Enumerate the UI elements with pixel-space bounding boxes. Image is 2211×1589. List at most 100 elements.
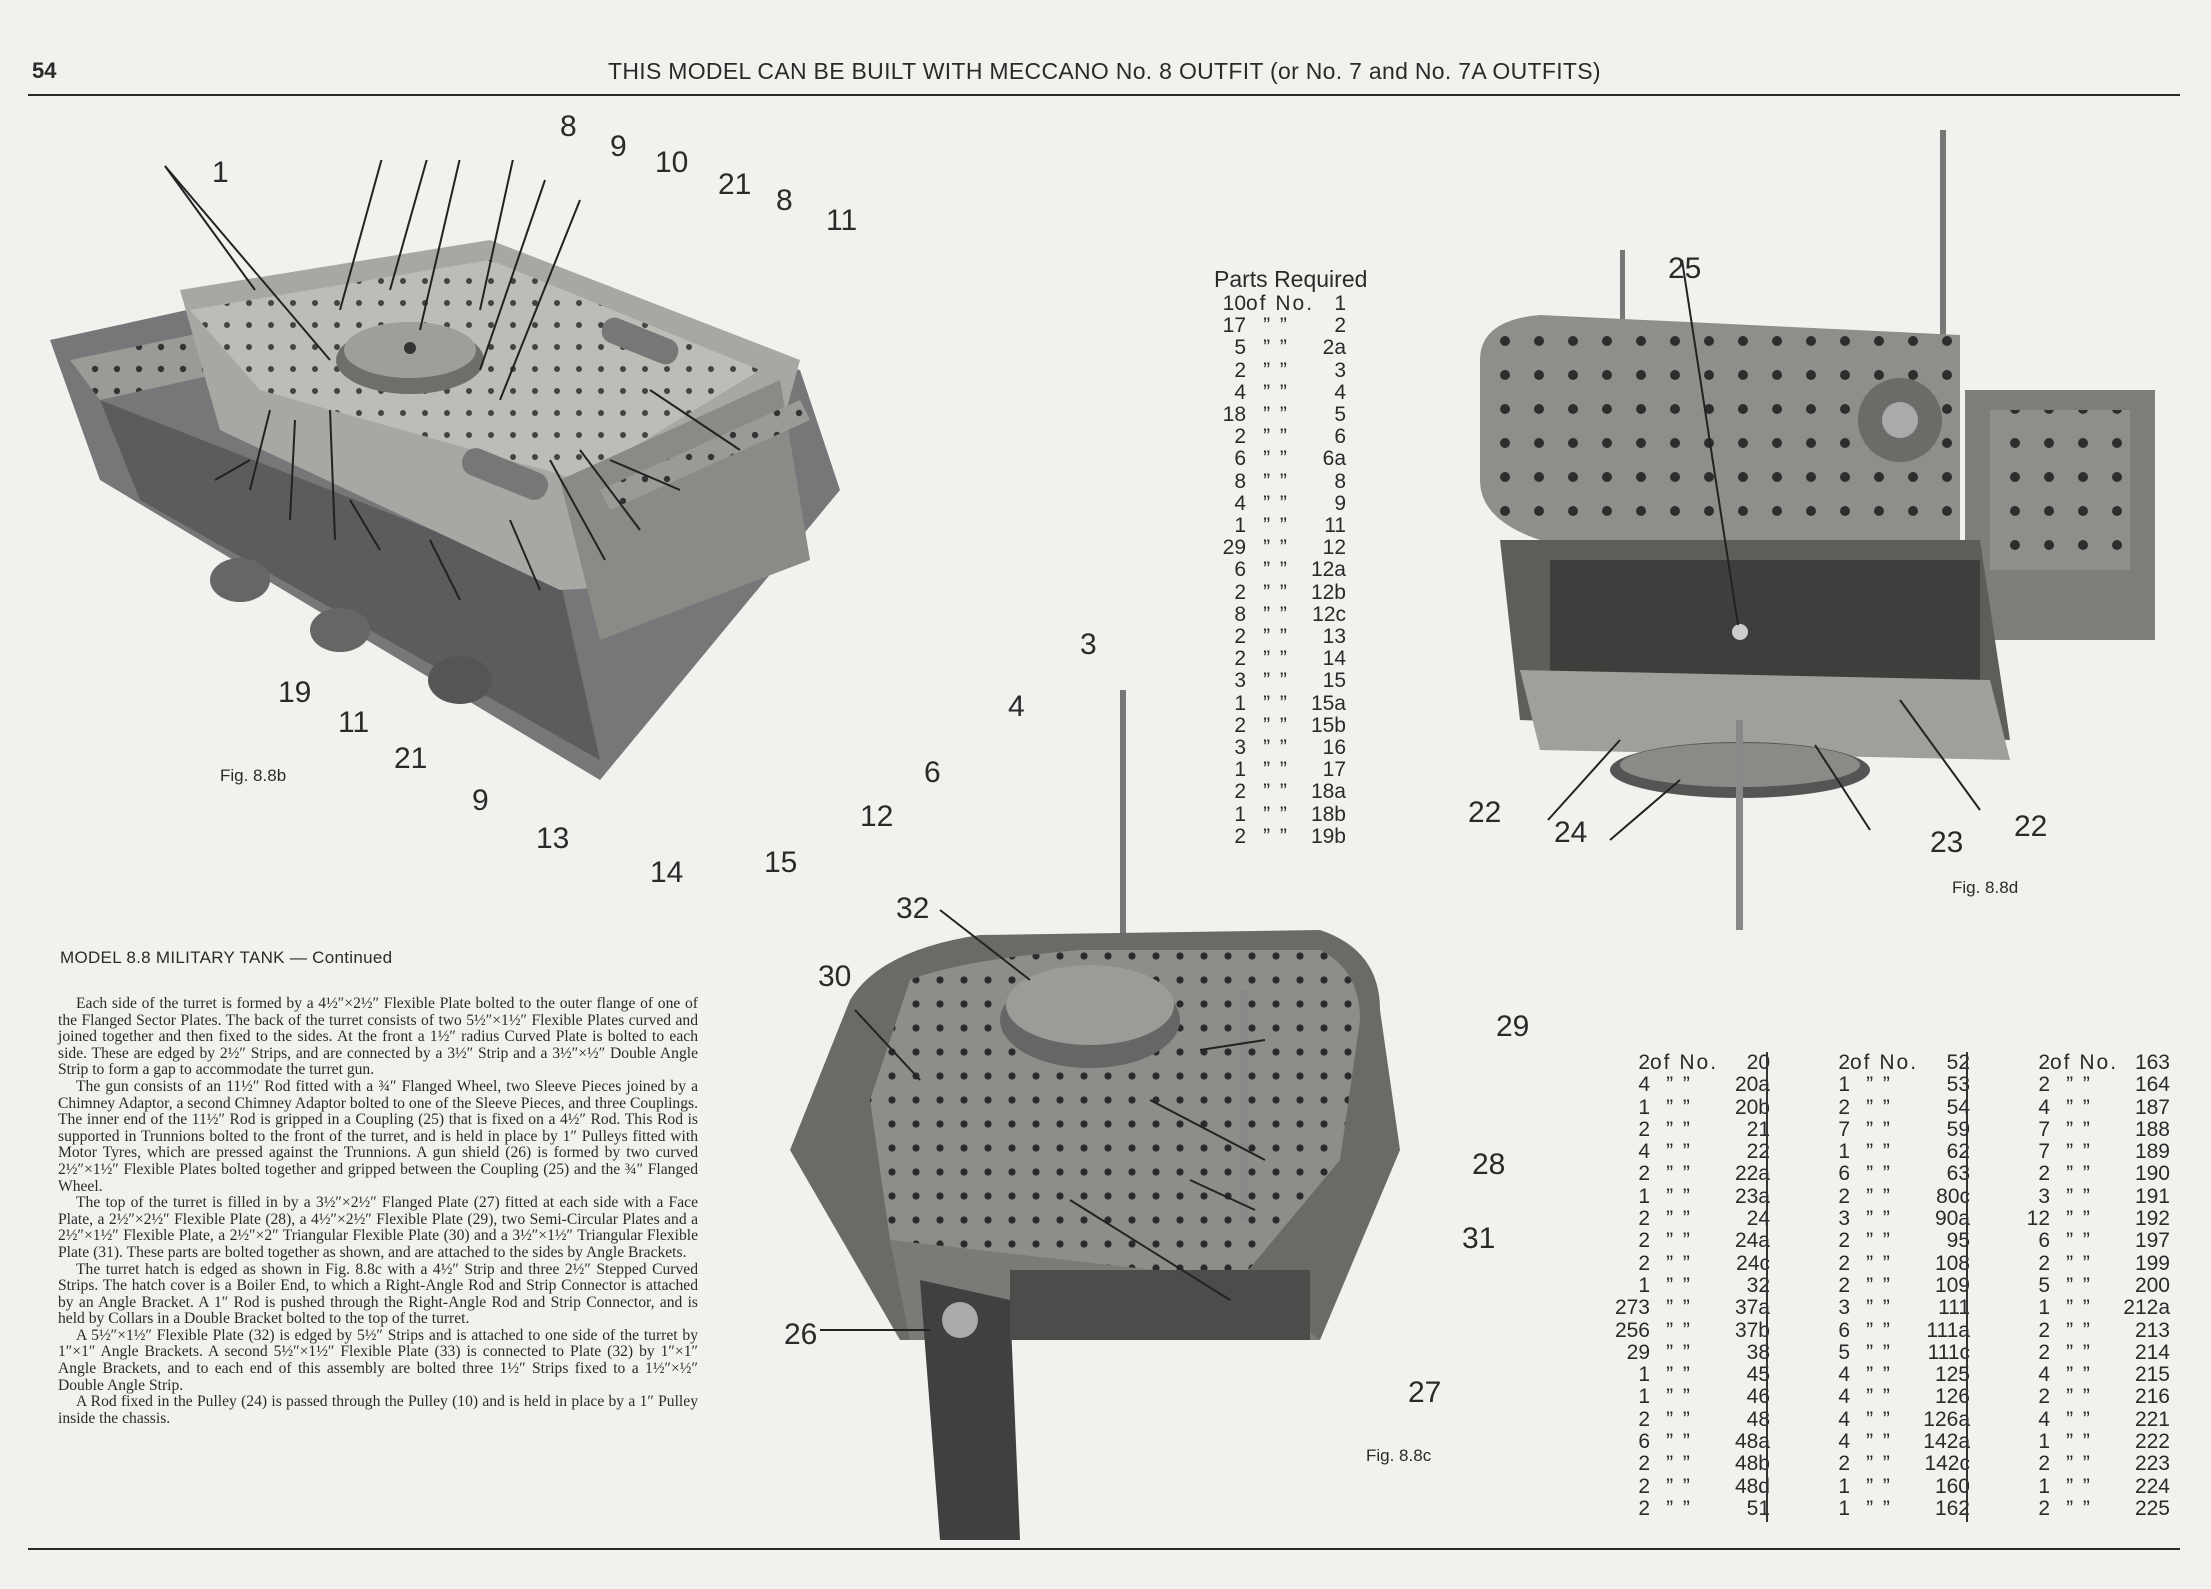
fig-b-label-15: 15 — [764, 846, 798, 879]
parts-required-qty: 18 — [1222, 403, 1246, 427]
parts-required-row: 2” ”15b — [1206, 714, 1346, 737]
parts-table-row: 2” ”24a — [1590, 1230, 1770, 1253]
parts-required-ditto: ” ” — [1263, 558, 1289, 582]
parts-required-row: 4” ”4 — [1206, 380, 1346, 404]
parts-required-qty: 29 — [1222, 536, 1246, 560]
parts-number: 48d — [1734, 1474, 1770, 1498]
parts-number: 32 — [1746, 1273, 1770, 1297]
parts-qty: 6 — [1638, 1430, 1650, 1454]
parts-ditto: ” ” — [2066, 1496, 2092, 1520]
parts-qty: 4 — [1638, 1073, 1650, 1097]
parts-required-qty: 2 — [1234, 780, 1246, 804]
parts-number: 37b — [1734, 1318, 1770, 1342]
fig-b-label-13: 13 — [536, 822, 570, 855]
parts-number: 142a — [1923, 1430, 1970, 1454]
parts-required-ditto: ” ” — [1263, 669, 1289, 693]
parts-qty: 6 — [2038, 1229, 2050, 1253]
parts-qty: 1 — [1838, 1073, 1850, 1097]
parts-ditto: ” ” — [1866, 1073, 1892, 1097]
fig-c-label-28: 28 — [1472, 1148, 1506, 1181]
parts-required-qty: 1 — [1234, 691, 1246, 715]
parts-number: 162 — [1934, 1496, 1970, 1520]
parts-table-row: 1” ”53 — [1790, 1073, 1970, 1097]
parts-number: 163 — [2134, 1051, 2170, 1074]
parts-ditto: ” ” — [1866, 1385, 1892, 1409]
parts-ditto: ” ” — [1666, 1318, 1692, 1342]
fig-b-label-8: 8 — [560, 110, 577, 143]
parts-required-qty: 2 — [1234, 358, 1246, 382]
fig-c-label-26: 26 — [784, 1318, 818, 1351]
parts-number: 222 — [2134, 1430, 2170, 1454]
parts-qty: 1 — [1638, 1095, 1650, 1119]
parts-number: 191 — [2134, 1184, 2170, 1208]
turret-top-illustration — [790, 690, 1400, 1540]
parts-qty: 2 — [1638, 1496, 1650, 1520]
parts-required-row: 2” ”13 — [1206, 625, 1346, 648]
parts-table-row: 2” ”225 — [1990, 1496, 2170, 1520]
parts-ditto: ” ” — [2066, 1251, 2092, 1275]
parts-table-row: 6” ”111a — [1790, 1318, 1970, 1342]
parts-table-row: 2” ”142c — [1790, 1453, 1970, 1476]
fig-d-label-25: 25 — [1668, 252, 1702, 285]
parts-ditto: of No. — [1650, 1051, 1719, 1074]
parts-required-num: 2 — [1334, 314, 1346, 338]
parts-required-row: 2” ”19b — [1206, 825, 1346, 848]
fig-b-label-21b: 21 — [394, 742, 428, 775]
parts-required-row: 1” ”18b — [1206, 802, 1346, 826]
parts-qty: 7 — [2038, 1140, 2050, 1164]
parts-qty: 2 — [1638, 1051, 1650, 1074]
parts-required-ditto: ” ” — [1263, 380, 1289, 404]
parts-table-row: 4” ”126 — [1790, 1385, 1970, 1409]
parts-ditto: ” ” — [2066, 1095, 2092, 1119]
parts-required-num: 2a — [1322, 336, 1346, 360]
parts-table-row: 4” ”187 — [1990, 1095, 2170, 1119]
parts-required-num: 6a — [1322, 447, 1346, 471]
parts-table-row: 7” ”189 — [1990, 1140, 2170, 1164]
fig-b-label-14: 14 — [650, 856, 684, 889]
parts-ditto: ” ” — [1866, 1496, 1892, 1520]
parts-qty: 2 — [2038, 1385, 2050, 1409]
parts-qty: 5 — [1838, 1340, 1850, 1364]
parts-number: 23a — [1734, 1184, 1770, 1208]
parts-qty: 2 — [2038, 1251, 2050, 1275]
fig-c-label-31: 31 — [1462, 1222, 1496, 1255]
parts-number: 20 — [1746, 1051, 1770, 1074]
parts-required-qty: 8 — [1234, 602, 1246, 626]
parts-number: 90a — [1934, 1207, 1970, 1231]
parts-table-row: 2” ”21 — [1590, 1118, 1770, 1141]
parts-required-num: 15 — [1322, 669, 1346, 693]
parts-ditto: ” ” — [1666, 1474, 1692, 1498]
parts-required-qty: 2 — [1234, 647, 1246, 671]
parts-ditto: ” ” — [1866, 1407, 1892, 1431]
parts-number: 188 — [2134, 1117, 2170, 1141]
parts-number: 24 — [1746, 1207, 1770, 1231]
parts-required-ditto: ” ” — [1263, 758, 1289, 782]
parts-qty: 2 — [2038, 1340, 2050, 1364]
fig-c-label-30: 30 — [818, 960, 852, 993]
parts-table-row: 256” ”37b — [1590, 1318, 1770, 1342]
page-number: 54 — [32, 58, 57, 83]
parts-number: 215 — [2134, 1363, 2170, 1387]
parts-qty: 1 — [1638, 1385, 1650, 1409]
parts-table-row: 2” ”80c — [1790, 1185, 1970, 1208]
parts-qty: 2 — [1638, 1452, 1650, 1476]
parts-ditto: ” ” — [2066, 1140, 2092, 1164]
parts-table-row: 4” ”126a — [1790, 1407, 1970, 1431]
parts-table-row: 1” ”224 — [1990, 1475, 2170, 1498]
parts-table-row: 1” ”212a — [1990, 1296, 2170, 1319]
parts-table-row: 1” ”23a — [1590, 1184, 1770, 1208]
parts-required-row: 18” ”5 — [1206, 403, 1346, 427]
fig-c-caption: Fig. 8.8c — [1366, 1446, 1432, 1465]
parts-table-row: 1” ”45 — [1590, 1363, 1770, 1386]
parts-ditto: ” ” — [1866, 1318, 1892, 1342]
parts-required-ditto: ” ” — [1263, 469, 1289, 493]
parts-ditto: ” ” — [1666, 1251, 1692, 1275]
figure-turret-top — [760, 680, 1460, 1540]
parts-ditto: ” ” — [1666, 1207, 1692, 1231]
fig-c-label-32: 32 — [896, 892, 930, 925]
parts-number: 200 — [2134, 1273, 2170, 1297]
parts-required-ditto: ” ” — [1263, 802, 1289, 826]
parts-required-num: 4 — [1334, 380, 1346, 404]
parts-ditto: ” ” — [2066, 1452, 2092, 1476]
